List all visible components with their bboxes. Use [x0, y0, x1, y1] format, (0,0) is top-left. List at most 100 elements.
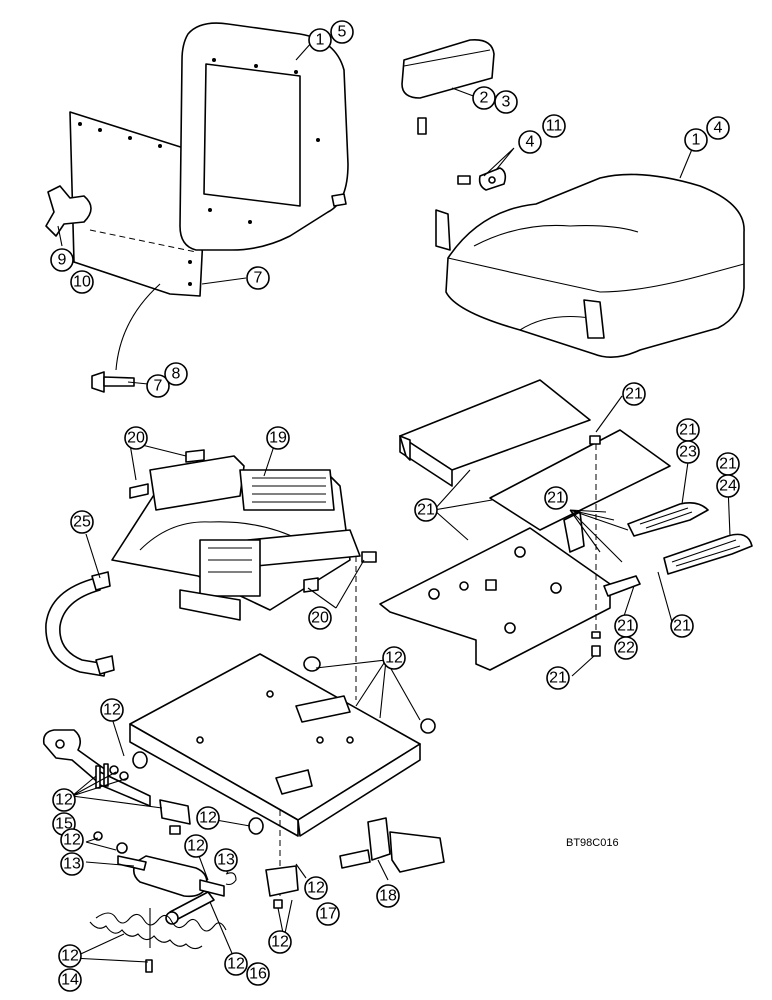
svg-text:12: 12 — [227, 956, 245, 973]
svg-text:21: 21 — [547, 490, 565, 507]
callout: 7 8 — [146, 362, 188, 398]
svg-text:12: 12 — [187, 838, 205, 855]
seat-strap — [45, 571, 115, 677]
svg-text:21: 21 — [679, 422, 697, 439]
hardware-right — [589, 435, 641, 657]
callout: 12 15 — [52, 788, 76, 836]
spring — [89, 908, 227, 950]
svg-text:12: 12 — [199, 810, 217, 827]
callout: 21 — [414, 498, 438, 522]
svg-text:7: 7 — [154, 378, 163, 395]
svg-text:21: 21 — [549, 670, 567, 687]
callout: 12 17 — [304, 876, 340, 926]
seat-switch — [339, 817, 445, 873]
svg-text:12: 12 — [55, 792, 73, 809]
armrest-bolt — [417, 117, 427, 135]
callout: 9 10 — [50, 248, 94, 294]
hinge-bracket — [457, 167, 507, 191]
callout: 21 23 — [676, 418, 700, 464]
armrest-pad — [401, 38, 495, 99]
callout: 12 — [184, 834, 208, 858]
callout: 21 — [546, 666, 570, 690]
callout: 21 — [622, 382, 646, 406]
callout: 21 24 — [716, 452, 740, 498]
svg-text:9: 9 — [58, 252, 67, 269]
svg-text:14: 14 — [61, 972, 79, 989]
callout: 21 22 — [614, 614, 638, 660]
callout: 21 — [670, 614, 694, 638]
svg-text:4: 4 — [526, 134, 535, 151]
svg-text:8: 8 — [172, 366, 181, 383]
callout: 12 — [196, 806, 220, 830]
svg-text:13: 13 — [217, 852, 235, 869]
callout: 4 11 — [518, 114, 566, 154]
svg-text:21: 21 — [719, 456, 737, 473]
svg-text:5: 5 — [338, 24, 347, 41]
svg-text:16: 16 — [249, 966, 267, 983]
svg-text:15: 15 — [55, 816, 73, 833]
svg-text:12: 12 — [385, 650, 403, 667]
svg-text:20: 20 — [311, 610, 329, 627]
callout: 20 — [308, 606, 332, 630]
gas-damper — [93, 831, 225, 898]
svg-text:20: 20 — [127, 430, 145, 447]
svg-text:21: 21 — [417, 502, 435, 519]
svg-text:24: 24 — [719, 478, 737, 495]
callout: 18 — [376, 884, 400, 908]
svg-text:22: 22 — [617, 640, 635, 657]
latch-pin — [165, 872, 237, 925]
pivot-arm — [42, 729, 151, 807]
callout: 7 — [246, 266, 270, 290]
slide-frame-assembly — [111, 449, 377, 621]
adjust-lever-upper — [627, 502, 709, 537]
callout: 19 — [266, 426, 290, 450]
svg-text:12: 12 — [103, 702, 121, 719]
svg-text:17: 17 — [319, 906, 337, 923]
pins — [95, 763, 191, 835]
callout: 25 — [70, 510, 94, 534]
svg-text:23: 23 — [679, 444, 697, 461]
callout: 2 3 — [472, 86, 518, 114]
svg-text:25: 25 — [73, 514, 91, 531]
washers — [132, 656, 436, 835]
svg-text:21: 21 — [625, 386, 643, 403]
svg-text:10: 10 — [73, 274, 91, 291]
svg-text:1: 1 — [692, 132, 701, 149]
callout: 20 — [124, 426, 148, 450]
callout: 1 5 — [308, 20, 354, 52]
base-plate — [379, 527, 611, 671]
callout: 12 — [100, 698, 124, 722]
svg-text:2: 2 — [480, 90, 489, 107]
figure-code: BT98C016 — [566, 837, 619, 849]
svg-text:13: 13 — [63, 856, 81, 873]
svg-text:1: 1 — [316, 32, 325, 49]
upper-plate — [399, 379, 591, 487]
callout: 13 — [214, 848, 238, 872]
middle-plate — [489, 429, 671, 553]
svg-text:21: 21 — [673, 618, 691, 635]
panel-screw — [91, 283, 161, 393]
callout: 12 16 — [224, 952, 270, 986]
callout: 12 13 — [60, 828, 84, 876]
callout: 12 — [382, 646, 406, 670]
svg-text:7: 7 — [254, 270, 263, 287]
callout: 21 — [544, 486, 568, 510]
callout: 12 14 — [58, 944, 82, 992]
callout: 1 4 — [684, 116, 730, 152]
callout: 12 — [268, 930, 292, 954]
svg-text:18: 18 — [379, 888, 397, 905]
backrest-cushion — [179, 22, 349, 251]
svg-text:12: 12 — [271, 934, 289, 951]
adjust-lever-lower — [663, 533, 753, 575]
svg-text:12: 12 — [63, 832, 81, 849]
svg-text:11: 11 — [546, 118, 563, 135]
svg-text:4: 4 — [714, 120, 723, 137]
spring-bolt — [145, 959, 153, 973]
svg-text:3: 3 — [502, 94, 511, 111]
svg-text:12: 12 — [61, 948, 79, 965]
svg-text:21: 21 — [617, 618, 635, 635]
svg-text:19: 19 — [269, 430, 287, 447]
seat-back-knob — [45, 185, 92, 237]
seat-cushion — [435, 173, 745, 358]
